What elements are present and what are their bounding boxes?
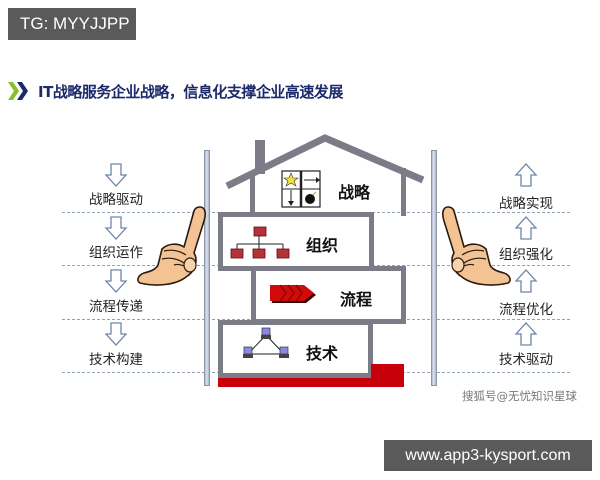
hand-thumbs-up-icon — [137, 206, 206, 286]
arrow-up-icon — [514, 163, 538, 187]
org-chart-icon — [230, 226, 290, 259]
tg-badge: TG: MYYJJPP — [8, 8, 136, 40]
right-label-technology: 技术驱动 — [499, 352, 553, 368]
right-label-strategy: 战略实现 — [499, 196, 553, 212]
strategy-matrix-icon — [281, 170, 321, 208]
left-label-technology: 技术构建 — [89, 352, 143, 368]
arrow-down-icon — [104, 216, 128, 240]
left-label-strategy: 战略驱动 — [89, 192, 143, 208]
left-pole — [204, 150, 210, 386]
house-level-organization: 组织 — [306, 236, 339, 255]
arrow-down-icon — [104, 322, 128, 346]
double-chevron-icon — [8, 82, 28, 100]
house-foundation-step — [371, 364, 404, 387]
right-pole — [431, 150, 437, 386]
hand-thumbs-up-icon — [442, 206, 511, 286]
page-title: IT战略服务企业战略，信息化支撑企业高速发展 — [38, 82, 343, 101]
arrow-up-icon — [514, 269, 538, 293]
arrow-down-icon — [104, 163, 128, 187]
process-chevrons-icon — [270, 284, 316, 303]
arrow-down-icon — [104, 269, 128, 293]
left-label-organization: 组织运作 — [89, 245, 143, 261]
house-roof — [225, 134, 425, 216]
house-level-technology: 技术 — [306, 344, 339, 363]
url-badge: www.app3-kysport.com — [384, 440, 592, 471]
arrow-up-icon — [514, 216, 538, 240]
right-label-organization: 组织强化 — [499, 247, 553, 263]
title-row: IT战略服务企业战略，信息化支撑企业高速发展 — [8, 80, 343, 102]
left-label-process: 流程传递 — [89, 299, 143, 315]
arrow-up-icon — [514, 322, 538, 346]
network-computers-icon — [243, 327, 289, 358]
right-label-process: 流程优化 — [499, 302, 553, 318]
watermark-text: 搜狐号@无忧知识星球 — [462, 389, 577, 403]
house-level-strategy: 战略 — [338, 183, 371, 202]
house-foundation — [218, 378, 404, 387]
house-level-process: 流程 — [340, 290, 373, 309]
